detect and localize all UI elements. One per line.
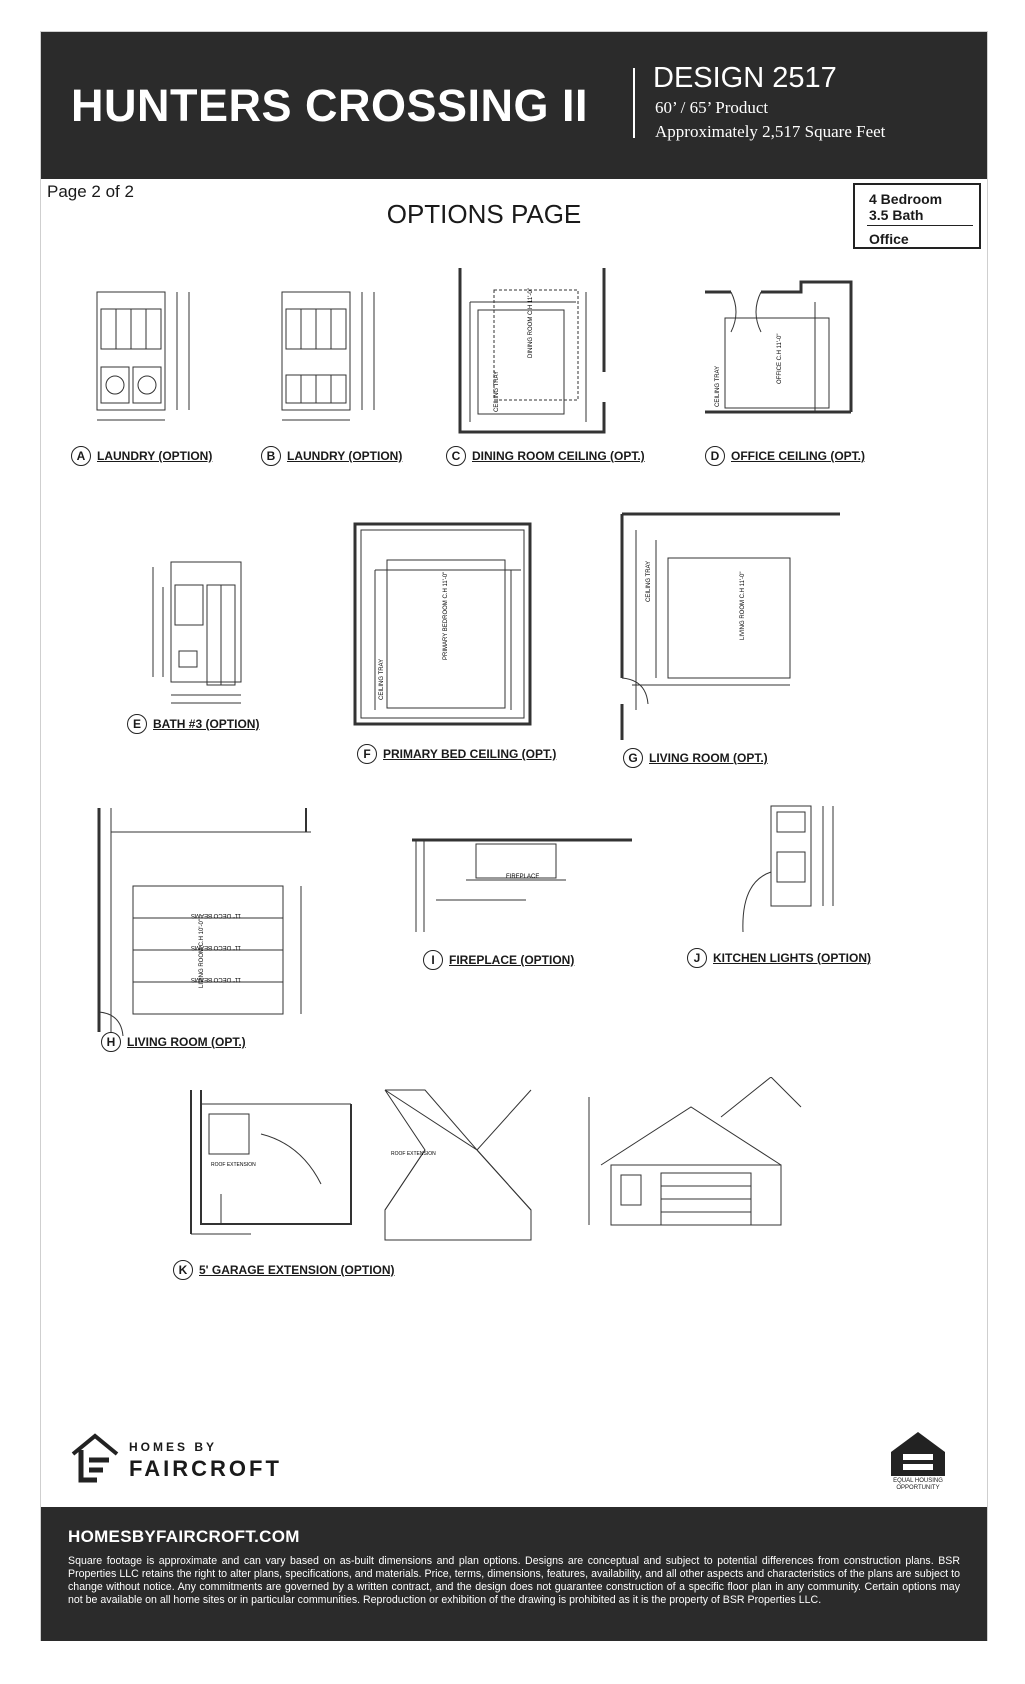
roof-extension-label-roof: ROOF EXTENSION [391,1151,436,1157]
page-number: Page 2 of 2 [47,182,134,201]
option-f-caption: F PRIMARY BED CEILING (OPT.) [357,744,556,764]
option-h-marker: H [101,1032,121,1052]
option-a-marker: A [71,446,91,466]
laundry-elevation-a-drawing [96,291,190,421]
living-room-label: LIVING ROOM C.H 11'-0" [740,571,746,640]
kitchen-lights-drawing [742,805,834,933]
roof-extension-label-plan: ROOF EXTENSION [211,1162,256,1168]
box-divider [867,225,973,226]
room-summary-box: 4 Bedroom 3.5 Bath Office [853,183,981,249]
faircroft-logo: HOMES BY FAIRCROFT [69,1432,279,1484]
header-banner: HUNTERS CROSSING II DESIGN 2517 60’ / 65… [41,32,987,179]
option-d-label: OFFICE CEILING (OPT.) [731,449,865,463]
option-f-marker: F [357,744,377,764]
option-i-label: FIREPLACE (OPTION) [449,953,575,967]
garage-extension-roof-drawing: ROOF EXTENSION [384,1089,532,1241]
living-deco-beams-drawing: LIVING ROOM C.H 10'-0" 11" DECO BEAMS 11… [97,808,311,1037]
dining-ceiling-drawing: DINING ROOM C.H 11'-0" CEILING TRAY [458,268,606,434]
office-label: OFFICE C.H 11'-0" [777,333,783,384]
living-ceiling-tray-label: CEILING TRAY [646,561,652,602]
deco-beam-label-1: 11" DECO BEAMS [191,912,241,918]
primary-bed-ceiling-drawing: PRIMARY BEDROOM C.H 11'-0" CEILING TRAY [353,522,532,726]
option-c-label: DINING ROOM CEILING (OPT.) [472,449,645,463]
option-d-caption: D OFFICE CEILING (OPT.) [705,446,865,466]
option-i-caption: I FIREPLACE (OPTION) [423,950,574,970]
living-ceiling-drawing: LIVING ROOM C.H 11'-0" CEILING TRAY [620,512,840,740]
option-b-marker: B [261,446,281,466]
bath3-elevation-drawing [152,561,242,704]
fireplace-drawing: FIREPLACE [412,838,632,932]
website-link[interactable]: HOMESBYFAIRCROFT.COM [68,1527,300,1546]
primary-bedroom-label: PRIMARY BEDROOM C.H 11'-0" [443,572,449,660]
option-f-label: PRIMARY BED CEILING (OPT.) [383,747,557,761]
option-j-marker: J [687,948,707,968]
design-number: DESIGN 2517 [653,62,837,94]
extra-room: Office [869,231,909,247]
dining-ceiling-tray-label: CEILING TRAY [494,371,500,412]
option-g-caption: G LIVING ROOM (OPT.) [623,748,768,768]
equal-housing-text: EQUAL HOUSING OPPORTUNITY [893,1478,943,1491]
laundry-elevation-b-drawing [281,291,375,421]
product-line: 60’ / 65’ Product [655,98,769,117]
legal-disclaimer: Square footage is approximate and can va… [68,1555,960,1606]
option-h-caption: H LIVING ROOM (OPT.) [101,1032,246,1052]
option-c-caption: C DINING ROOM CEILING (OPT.) [446,446,645,466]
option-e-caption: E BATH #3 (OPTION) [127,714,259,734]
option-a-label: LAUNDRY (OPTION) [97,449,213,463]
bath-count: 3.5 Bath [869,207,924,223]
option-k-marker: K [173,1260,193,1280]
option-k-caption: K 5' GARAGE EXTENSION (OPTION) [173,1260,395,1280]
option-g-marker: G [623,748,643,768]
house-logo-icon [71,1433,119,1483]
option-k-label: 5' GARAGE EXTENSION (OPTION) [199,1263,395,1277]
option-c-marker: C [446,446,466,466]
bedroom-count: 4 Bedroom [869,191,943,207]
header-divider [633,68,635,138]
office-ceiling-drawing: OFFICE C.H 11'-0" CEILING TRAY [705,280,853,414]
equal-housing-logo: EQUAL HOUSING OPPORTUNITY [883,1428,953,1494]
option-b-label: LAUNDRY (OPTION) [287,449,403,463]
dining-room-label: DINING ROOM C.H 11'-0" [528,288,534,358]
logo-homes-by: HOMES BY [129,1440,218,1454]
deco-beam-label-3: 11" DECO BEAMS [191,976,241,982]
option-j-label: KITCHEN LIGHTS (OPTION) [713,951,871,965]
option-a-caption: A LAUNDRY (OPTION) [71,446,212,466]
office-ceiling-tray-label: CEILING TRAY [715,366,721,407]
option-h-label: LIVING ROOM (OPT.) [127,1035,246,1049]
option-j-caption: J KITCHEN LIGHTS (OPTION) [687,948,871,968]
option-g-label: LIVING ROOM (OPT.) [649,751,768,765]
plan-sheet: HUNTERS CROSSING II DESIGN 2517 60’ / 65… [40,31,988,1641]
footer-banner: HOMESBYFAIRCROFT.COM Square footage is a… [41,1507,987,1641]
living-room-h-label: LIVING ROOM C.H 10'-0" [199,919,205,988]
garage-extension-elevation-drawing [588,1077,802,1226]
option-i-marker: I [423,950,443,970]
fireplace-label: FIREPLACE [506,874,539,880]
page-title: OPTIONS PAGE [386,199,582,229]
community-title: HUNTERS CROSSING II [71,80,589,131]
option-e-marker: E [127,714,147,734]
deco-beam-label-2: 11" DECO BEAMS [191,944,241,950]
garage-extension-plan-drawing: ROOF EXTENSION [190,1090,352,1235]
option-d-marker: D [705,446,725,466]
option-e-label: BATH #3 (OPTION) [153,717,260,731]
square-footage: Approximately 2,517 Square Feet [655,122,886,141]
primary-ceiling-tray-label: CEILING TRAY [379,659,385,700]
option-b-caption: B LAUNDRY (OPTION) [261,446,402,466]
equal-housing-icon [891,1432,945,1476]
logo-brand: FAIRCROFT [129,1456,282,1481]
